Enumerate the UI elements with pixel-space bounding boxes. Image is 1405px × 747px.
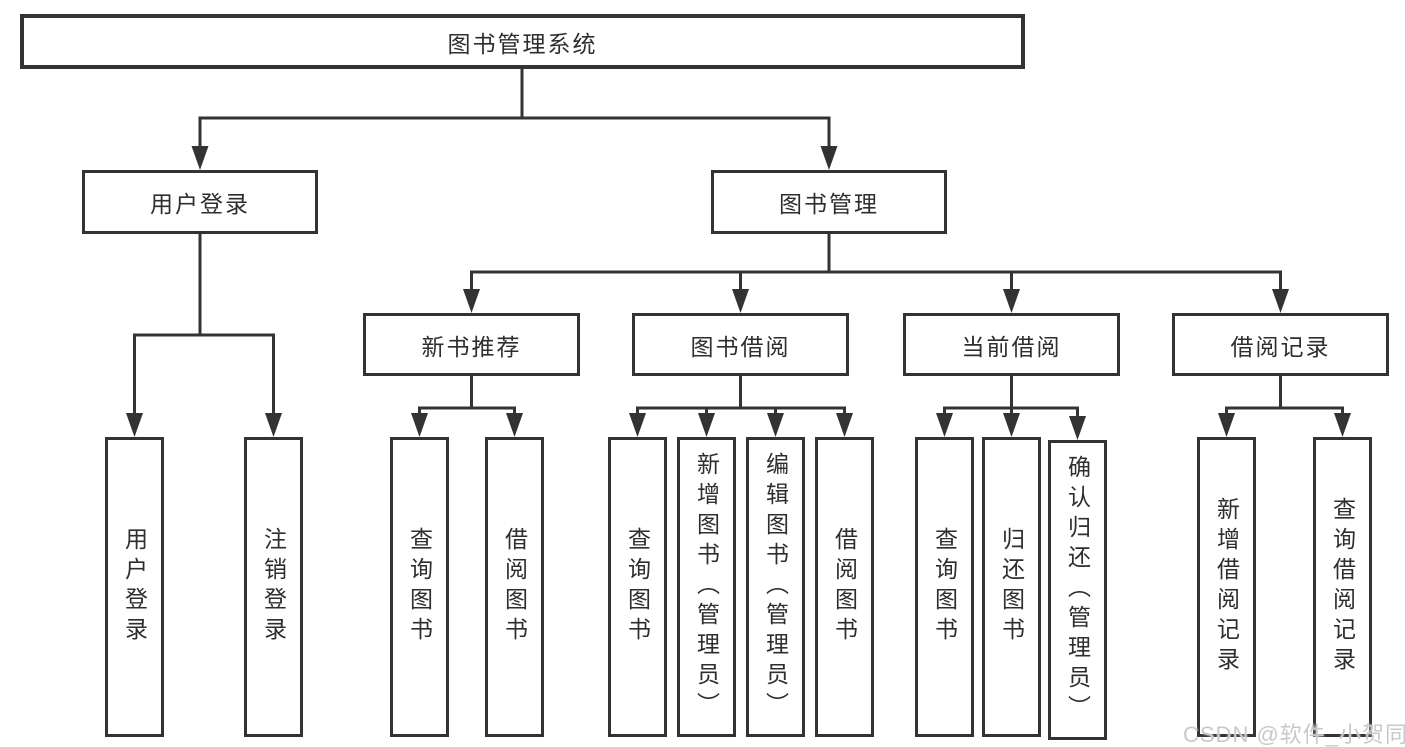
leaf-br-add-record: 新增借阅记录 bbox=[1197, 437, 1256, 737]
node-borrowing-records: 借阅记录 bbox=[1172, 313, 1389, 376]
leaf-nbr-query-books: 查询图书 bbox=[390, 437, 449, 737]
leaf-bb-query-books: 查询图书 bbox=[608, 437, 667, 737]
leaf-cb-query-books: 查询图书 bbox=[915, 437, 974, 737]
csdn-watermark: CSDN @软件_小贺同学 bbox=[1183, 722, 1405, 747]
leaf-cb-return-books: 归还图书 bbox=[982, 437, 1041, 737]
leaf-bb-edit-books-admin: 编辑图书（管理员） bbox=[746, 437, 805, 737]
node-library-management-system: 图书管理系统 bbox=[20, 14, 1025, 69]
leaf-user-login: 用户登录 bbox=[105, 437, 164, 737]
node-current-borrowing: 当前借阅 bbox=[903, 313, 1120, 376]
leaf-cb-confirm-return-admin: 确认归还（管理员） bbox=[1048, 440, 1107, 740]
node-new-book-recommendation: 新书推荐 bbox=[363, 313, 580, 376]
leaf-logout: 注销登录 bbox=[244, 437, 303, 737]
node-book-borrowing: 图书借阅 bbox=[632, 313, 849, 376]
leaf-bb-borrow-books: 借阅图书 bbox=[815, 437, 874, 737]
leaf-br-query-record: 查询借阅记录 bbox=[1313, 437, 1372, 737]
leaf-bb-add-books-admin: 新增图书（管理员） bbox=[677, 437, 736, 737]
leaf-nbr-borrow-books: 借阅图书 bbox=[485, 437, 544, 737]
node-book-management: 图书管理 bbox=[711, 170, 947, 234]
node-user-login: 用户登录 bbox=[82, 170, 318, 234]
